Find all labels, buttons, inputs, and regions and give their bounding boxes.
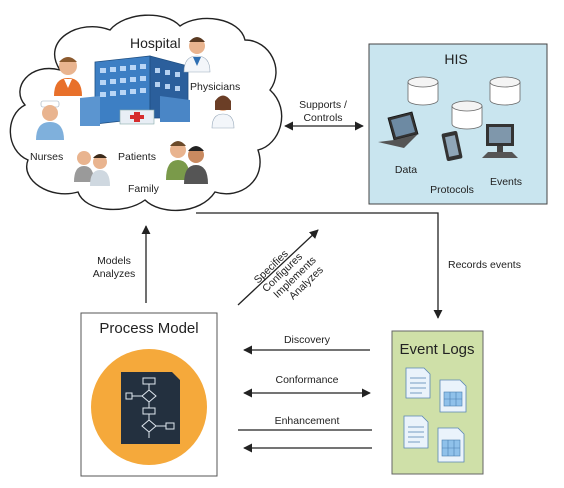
discovery-arrow: Discovery — [243, 334, 370, 355]
physicians-label: Physicians — [190, 81, 240, 93]
analyzes-label: Analyzes — [93, 268, 136, 280]
desktop-computer-icon — [482, 124, 518, 158]
his-box: HIS Data Protocols — [368, 43, 548, 205]
doctor-male-icon — [54, 57, 82, 96]
document-icon — [403, 415, 429, 449]
conformance-arrow: Conformance — [243, 374, 371, 398]
controls-label: Controls — [303, 112, 342, 124]
flowchart-document-icon — [121, 372, 180, 444]
records-events-label: Records events — [448, 259, 521, 271]
models-analyzes-arrow: Models Analyzes — [93, 225, 151, 303]
protocols-label: Protocols — [430, 184, 474, 196]
database-icon — [407, 76, 439, 106]
events-label: Events — [490, 176, 522, 188]
event-logs-box: Event Logs — [391, 330, 484, 475]
patients-label: Patients — [118, 151, 156, 163]
tablet-icon — [441, 131, 463, 161]
nurse-icon — [36, 100, 64, 140]
event-logs-title: Event Logs — [399, 341, 474, 358]
family-label: Family — [128, 183, 160, 195]
spreadsheet-icon — [437, 427, 465, 463]
records-events-arrow: Records events — [196, 212, 521, 319]
cloud-title: Hospital — [130, 35, 181, 51]
spreadsheet-icon — [439, 379, 467, 413]
supports-controls-arrow: Supports / Controls — [284, 99, 364, 131]
enhancement-arrow: Enhancement — [238, 415, 372, 453]
event-logs-panel — [391, 330, 484, 475]
process-model-title: Process Model — [99, 320, 198, 337]
laptop-icon — [378, 111, 419, 148]
discovery-label: Discovery — [284, 334, 331, 346]
supports-label: Supports / — [299, 99, 347, 111]
database-icon — [489, 76, 521, 106]
document-icon — [405, 367, 431, 399]
hospital-cloud: Hospital Physicians — [9, 14, 283, 211]
family-icon — [166, 141, 208, 184]
patients-icon — [74, 151, 110, 186]
enhancement-label: Enhancement — [275, 415, 340, 427]
data-label: Data — [395, 164, 417, 176]
nurses-label: Nurses — [30, 151, 63, 163]
physician-icon — [183, 37, 211, 73]
hospital-building-icon — [80, 55, 190, 126]
specifies-arrow: Specifies Configures Implements Analyzes — [237, 229, 326, 306]
models-label: Models — [97, 255, 131, 267]
database-icon — [451, 100, 483, 130]
conformance-label: Conformance — [275, 374, 338, 386]
nurse-physician-icon — [211, 95, 235, 129]
process-model-box: Process Model — [80, 312, 218, 477]
his-title: HIS — [444, 51, 467, 67]
